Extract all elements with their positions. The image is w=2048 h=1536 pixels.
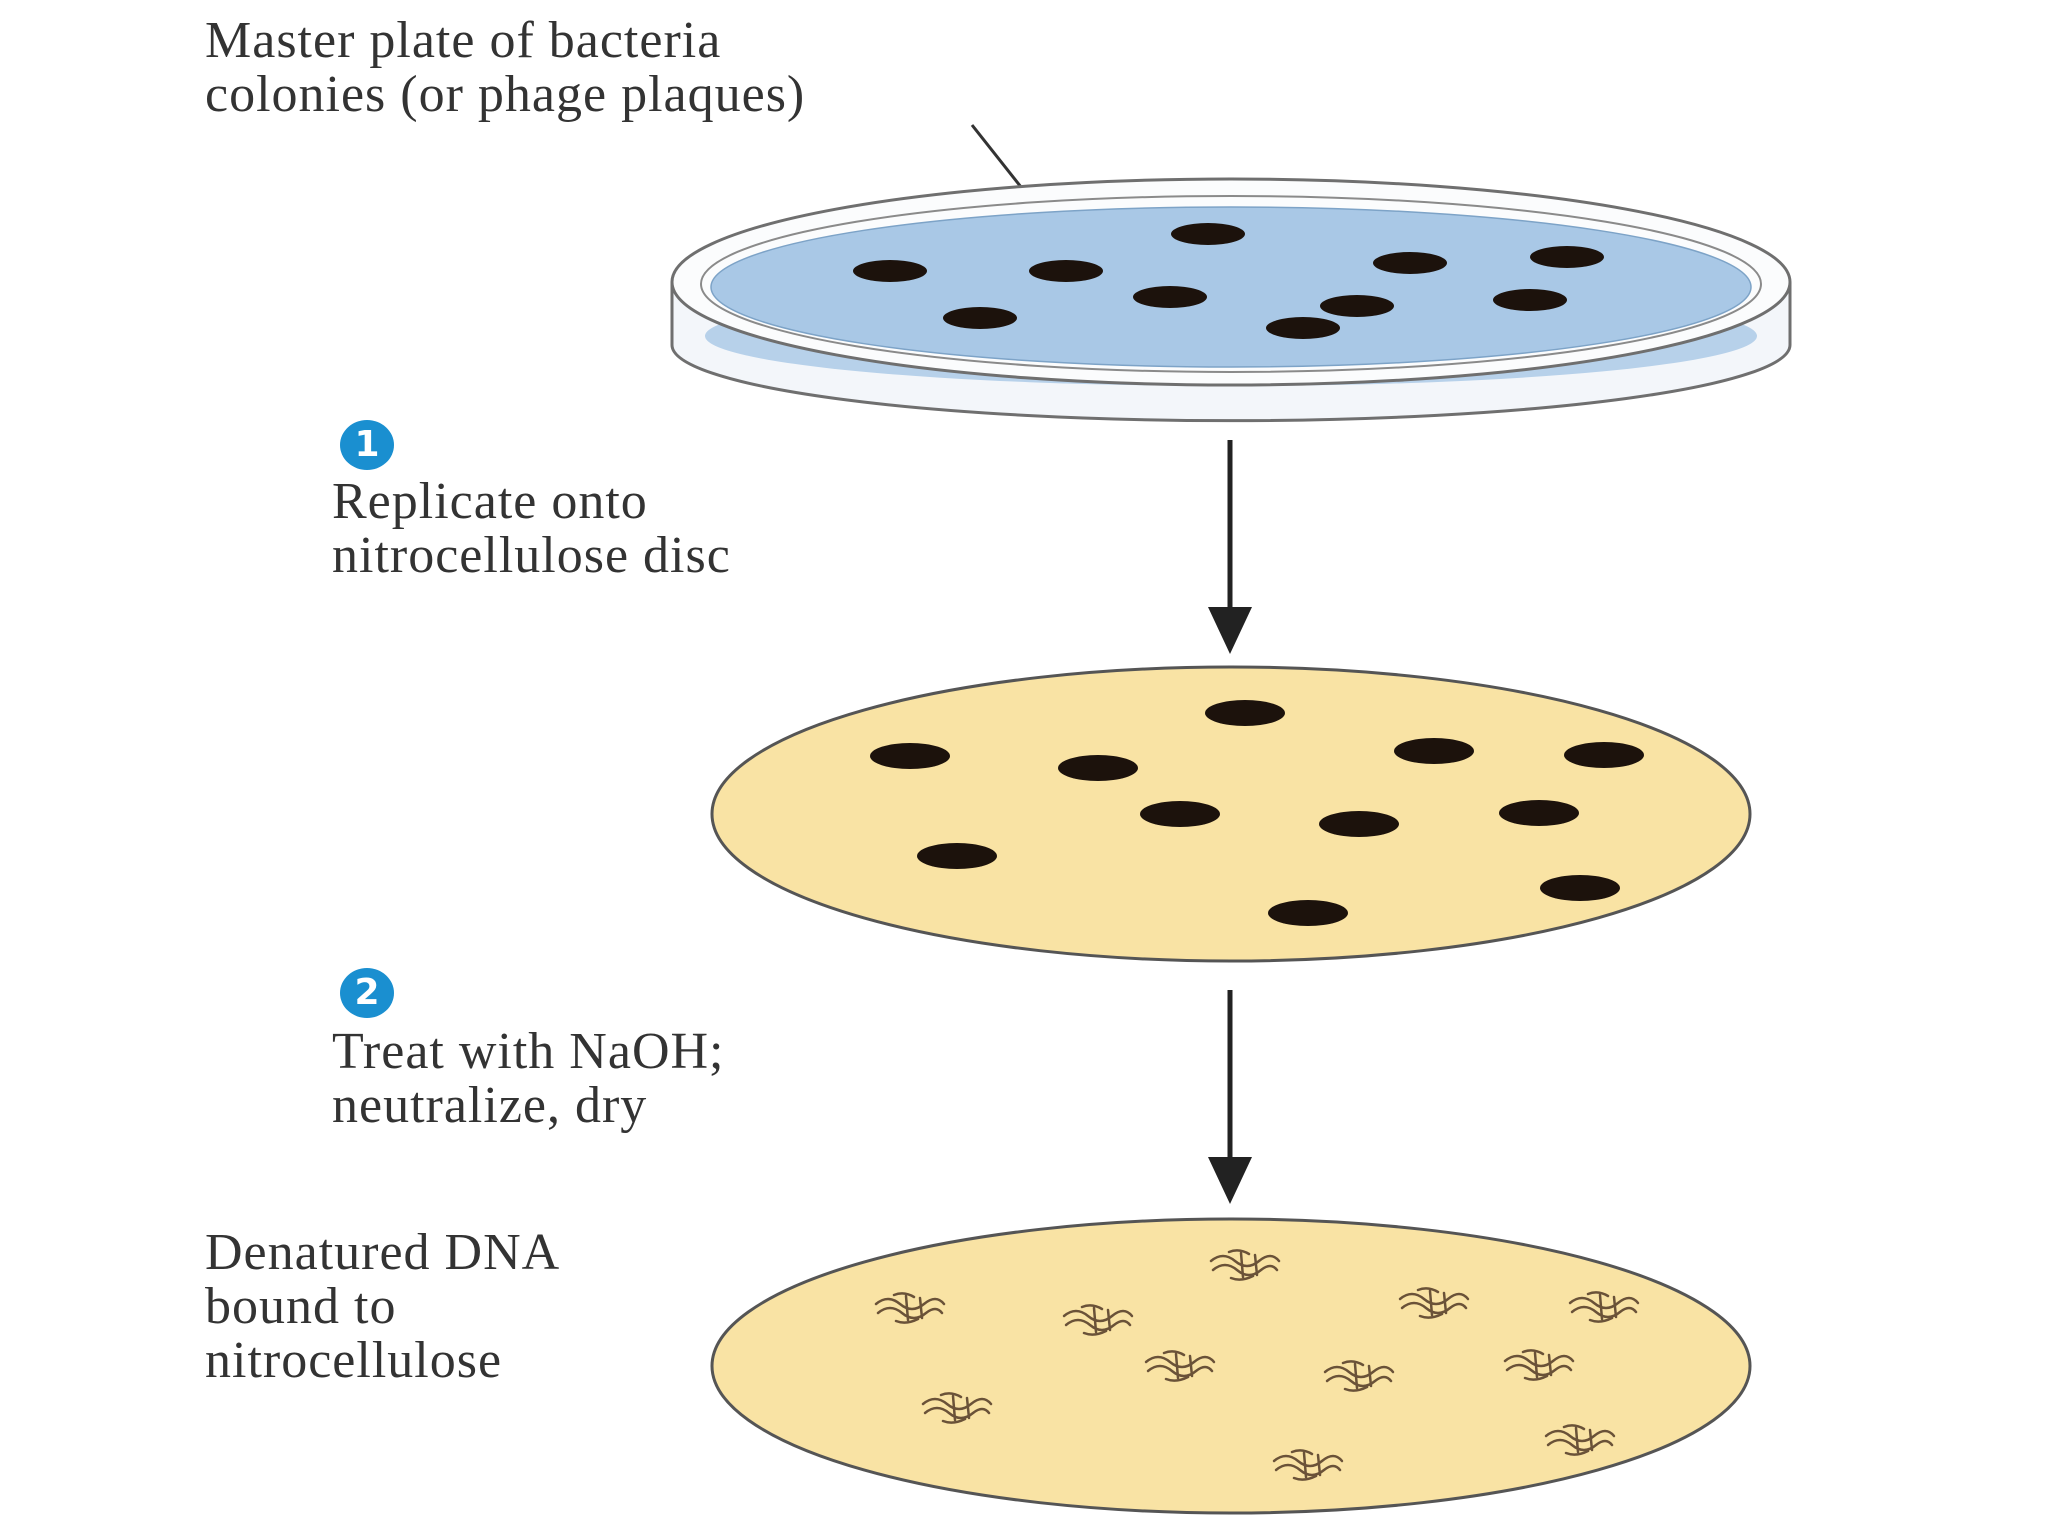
step-1-badge: 1: [340, 420, 394, 470]
down-arrow-icon: [1208, 990, 1252, 1204]
denatured-dna-spot-icon: [1544, 1424, 1616, 1456]
colony-dot-icon: [943, 307, 1017, 329]
master-plate-label: Master plate of bacteria colonies (or ph…: [205, 14, 805, 122]
colony-dot-icon: [1268, 900, 1348, 926]
down-arrow-icon: [1208, 440, 1252, 654]
denatured-dna-spots: [874, 1249, 1640, 1481]
colony-dot-icon: [1171, 223, 1245, 245]
denatured-dna-label-line1: Denatured DNA: [205, 1224, 561, 1281]
colony-dot-icon: [1320, 295, 1394, 317]
master-plate-colonies: [853, 223, 1604, 339]
step-1-label: Replicate onto nitrocellulose disc: [332, 475, 731, 583]
colony-dot-icon: [1140, 801, 1220, 827]
colony-dot-icon: [1499, 800, 1579, 826]
colony-dot-icon: [917, 843, 997, 869]
colony-dot-icon: [1530, 246, 1604, 268]
replica-disc-colonies: [870, 700, 1644, 926]
petri-dish: [670, 177, 1792, 423]
petri-dish-inner-rim: [700, 195, 1762, 373]
colony-dot-icon: [870, 743, 950, 769]
denatured-dna-spot-icon: [1062, 1304, 1134, 1336]
denatured-dna-spot-icon: [1503, 1349, 1575, 1381]
colony-dot-icon: [1266, 317, 1340, 339]
colony-dot-icon: [1058, 755, 1138, 781]
denatured-dna-spot-icon: [1272, 1449, 1344, 1481]
step-2-label: Treat with NaOH; neutralize, dry: [332, 1025, 725, 1133]
colony-dot-icon: [1540, 875, 1620, 901]
step-2-badge: 2: [340, 968, 394, 1018]
colony-dot-icon: [1394, 738, 1474, 764]
denatured-dna-spot-icon: [921, 1392, 993, 1424]
step-1-label-line2: nitrocellulose disc: [332, 527, 731, 584]
denatured-dna-label: Denatured DNA bound to nitrocellulose: [205, 1226, 560, 1388]
colony-dot-icon: [1133, 286, 1207, 308]
denatured-dna-label-line3: nitrocellulose: [205, 1332, 503, 1389]
master-plate-label-line1: Master plate of bacteria: [205, 12, 722, 69]
denatured-dna-label-line2: bound to: [205, 1278, 397, 1335]
nitrocellulose-disc-denatured: [710, 1217, 1752, 1515]
step-1-label-line1: Replicate onto: [332, 473, 648, 530]
nitrocellulose-disc-replica: [710, 665, 1752, 963]
colony-dot-icon: [1205, 700, 1285, 726]
colony-dot-icon: [1373, 252, 1447, 274]
denatured-dna-spot-icon: [1144, 1350, 1216, 1382]
colony-dot-icon: [1319, 811, 1399, 837]
denatured-dna-spot-icon: [1568, 1291, 1640, 1323]
step-2-label-line2: neutralize, dry: [332, 1077, 648, 1134]
denatured-dna-spot-icon: [1323, 1360, 1395, 1392]
master-plate-label-line2: colonies (or phage plaques): [205, 66, 806, 123]
denatured-dna-spot-icon: [1209, 1249, 1281, 1281]
step-2-label-line1: Treat with NaOH;: [332, 1023, 725, 1080]
colony-dot-icon: [1493, 289, 1567, 311]
denatured-dna-spot-icon: [1398, 1287, 1470, 1319]
colony-dot-icon: [853, 260, 927, 282]
colony-dot-icon: [1564, 742, 1644, 768]
denatured-dna-spot-icon: [874, 1292, 946, 1324]
colony-dot-icon: [1029, 260, 1103, 282]
